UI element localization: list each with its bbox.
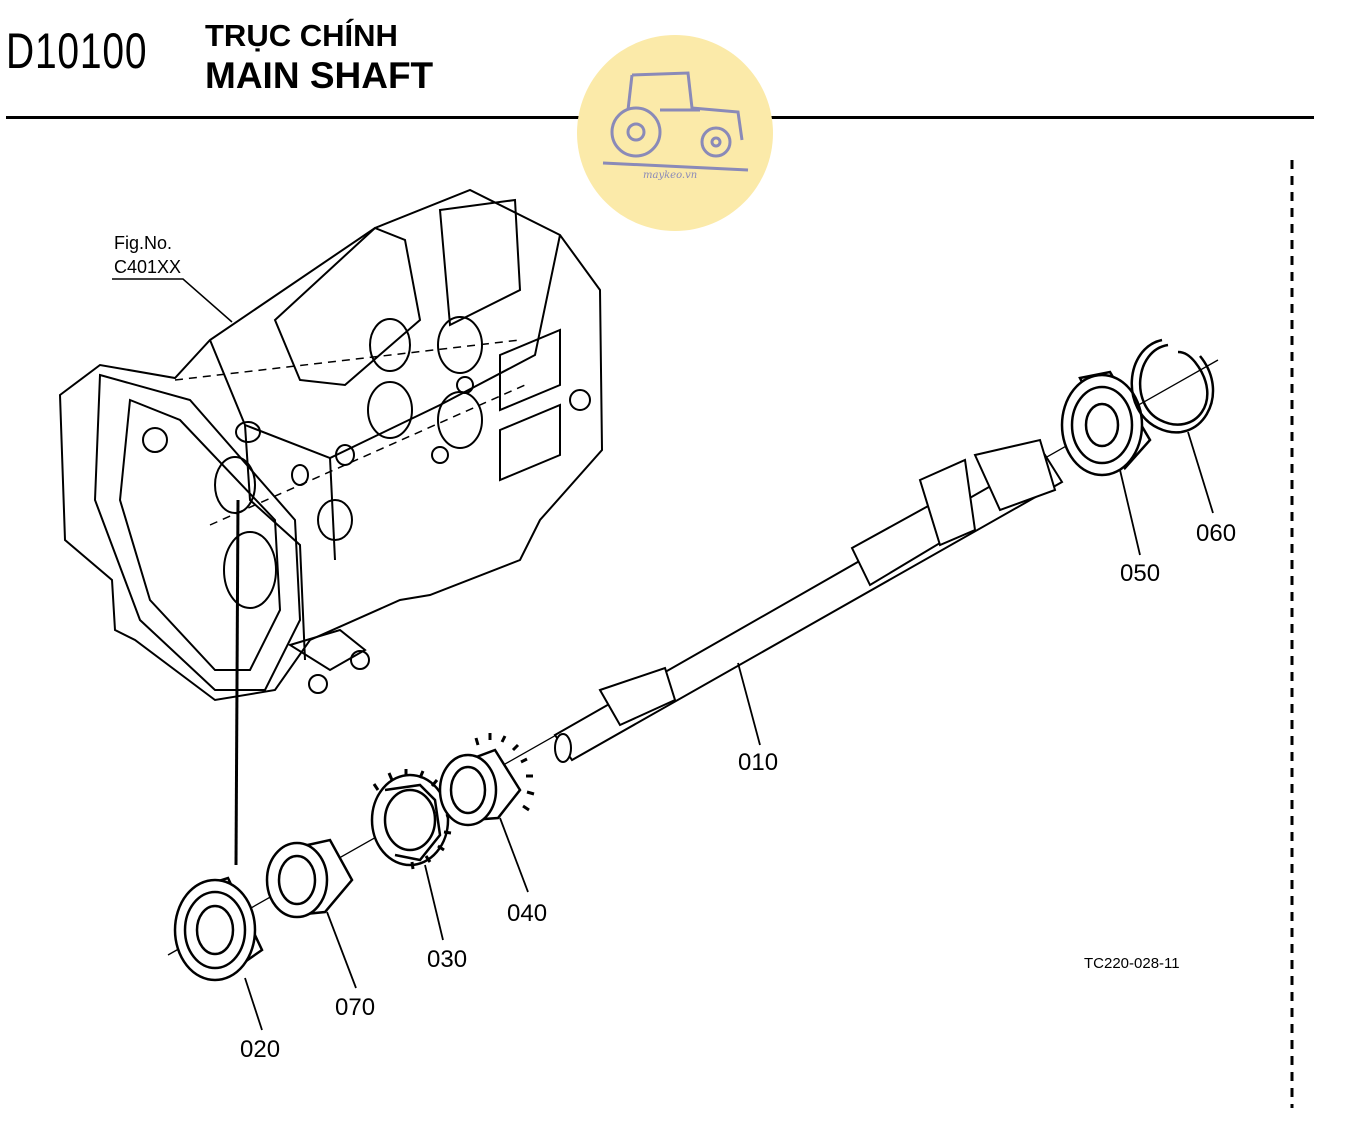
label-020: 020 <box>240 1036 280 1063</box>
label-050: 050 <box>1120 560 1160 587</box>
title-english: MAIN SHAFT <box>205 55 434 96</box>
label-040: 040 <box>507 900 547 927</box>
figure-reference-code: TC220-028-11 <box>1084 955 1180 972</box>
main-shaft <box>553 438 1064 763</box>
front-ball-bearing <box>173 876 264 982</box>
case-axis-line <box>234 499 240 866</box>
label-030: 030 <box>427 946 467 973</box>
watermark-text: maykeo.vn <box>643 170 697 181</box>
leader-lines <box>244 431 1214 1031</box>
transmission-case <box>58 188 604 702</box>
snap-ring <box>1130 338 1215 434</box>
tractor-icon <box>602 71 749 172</box>
rear-ball-bearing <box>1060 370 1152 477</box>
label-010: 010 <box>738 749 778 776</box>
fig-ref: C401XX <box>114 257 181 277</box>
watermark: maykeo.vn <box>577 35 773 231</box>
title-vietnamese: TRỤC CHÍNH <box>205 18 398 53</box>
spacer-collar <box>265 838 354 919</box>
spur-gear <box>438 733 535 827</box>
label-070: 070 <box>335 994 375 1021</box>
helical-gear <box>370 769 454 870</box>
fig-no-label: Fig.No. <box>114 233 172 253</box>
diagram-code: D10100 <box>6 23 148 79</box>
label-060: 060 <box>1196 520 1236 547</box>
fig-ref-leader <box>112 278 233 323</box>
